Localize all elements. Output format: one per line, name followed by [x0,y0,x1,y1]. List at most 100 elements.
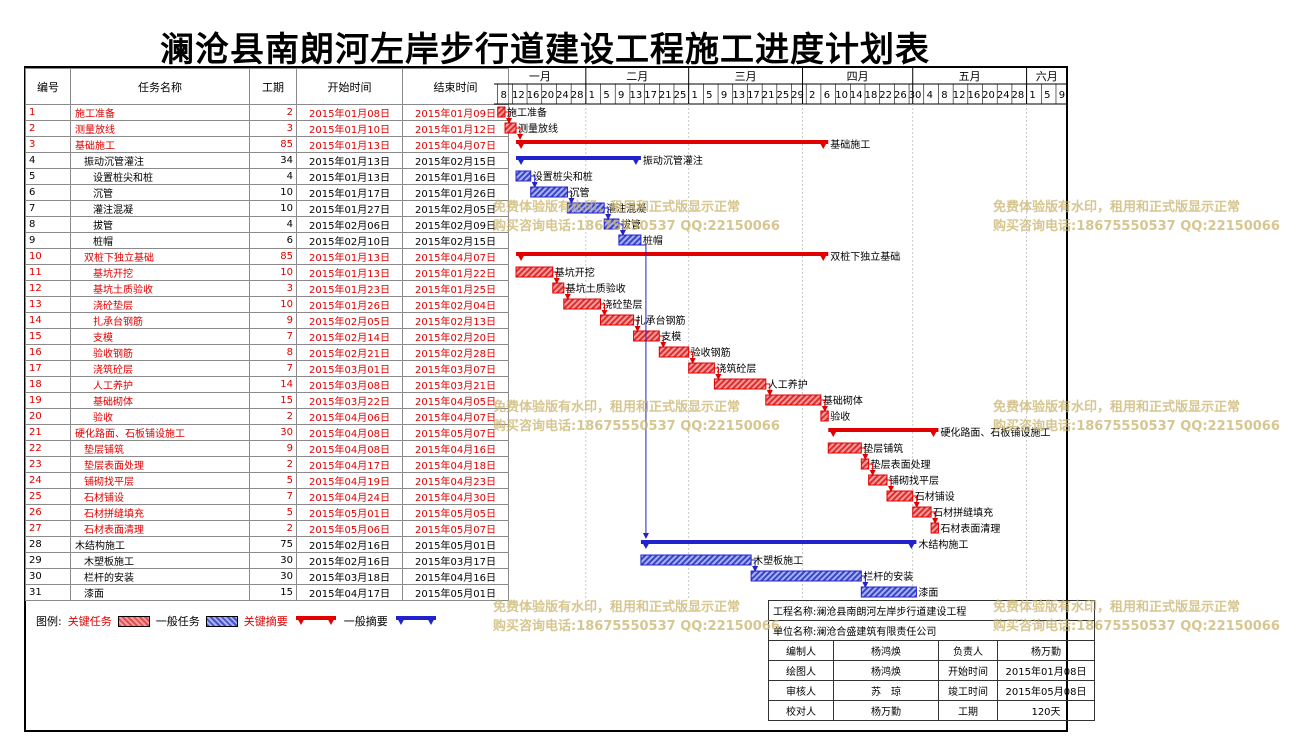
info-cell: 杨万勤 [833,700,939,721]
info-cell: 苏 琼 [833,680,939,701]
task-bar [552,282,565,294]
info-unit-row: 单位名称:澜沧合盛建筑有限责任公司 [768,620,1095,641]
info-cell: 杨鸿焕 [833,660,939,681]
task-bar-label: 基础砌体 [823,394,863,407]
day-tick-label: 21 [762,90,775,101]
summary-bar [516,156,641,160]
task-bar-label: 漆面 [918,586,938,599]
summary-start-cap [516,156,527,165]
task-bar [515,266,554,278]
summary-end-cap [818,140,829,149]
month-label: 二月 [626,70,648,83]
task-bar-label: 浇砼垫层 [603,298,643,311]
day-tick-label: 10 [835,90,848,101]
day-tick-label: 29 [791,90,804,101]
task-bar [765,394,822,406]
task-bar-label: 设置桩尖和桩 [533,170,593,183]
day-tick-label: 6 [824,90,830,101]
day-tick-label: 24 [997,90,1010,101]
dependency-arrow [505,111,513,124]
day-tick-label: 28 [571,90,584,101]
info-cell: 杨万勤 [997,640,1095,661]
task-bar [886,490,914,502]
day-tick-label: 1 [1029,90,1035,101]
day-tick-label: 21 [659,90,672,101]
task-bar [566,202,605,214]
day-tick-label: 13 [732,90,745,101]
header-duration: 工期 [249,68,297,105]
task-bar-label: 测量放线 [518,122,558,135]
info-project-value: 澜沧县南朗河左岸步行道建设工程 [816,607,967,618]
dependency-arrow [861,575,869,588]
dependency-arrow [868,463,876,476]
day-tick-label: 17 [747,90,760,101]
task-bar-label: 基坑开挖 [555,266,595,279]
day-tick-label: 9 [721,90,727,101]
legend-critical-task-swatch [117,615,150,627]
task-bar-label: 扎承台钢筋 [636,314,686,327]
info-project-label: 工程名称: [773,607,817,618]
summary-end-cap [906,540,917,549]
day-tick-label: 25 [674,90,687,101]
dependency-arrow [633,319,641,332]
info-project-row: 工程名称:澜沧县南朗河左岸步行道建设工程 [768,600,1095,621]
summary-end-cap [818,252,829,261]
task-bar [633,330,660,342]
day-tick-label: 25 [776,90,789,101]
summary-end-cap [928,428,939,437]
task-bar-label: 基础施工 [830,138,870,151]
info-cell: 杨鸿焕 [833,640,939,661]
info-row: 编制人杨鸿焕负责人杨万勤 [768,640,1095,661]
task-bar-label: 施工准备 [507,106,547,119]
dependency-arrow [563,287,571,300]
day-tick-label: 20 [982,90,995,101]
task-bar [618,234,642,246]
info-cell: 负责人 [938,640,998,661]
task-bar [820,410,829,422]
task-bar-label: 验收 [830,410,850,423]
day-tick-label: 12 [512,90,525,101]
dependency-arrow [688,351,696,364]
task-bar-label: 基坑土质验收 [566,282,626,295]
task-bar [563,298,602,310]
info-cell: 校对人 [768,700,834,721]
day-tick-label: 8 [500,90,506,101]
task-bar-label: 支模 [661,331,681,343]
day-tick-label: 18 [865,90,878,101]
task-bar [640,554,752,566]
task-bar [688,362,715,374]
summary-end-cap [630,156,641,165]
info-cell: 开始时间 [938,660,998,681]
task-bar-label: 振动沉管灌注 [643,154,703,167]
task-bar-label: 石材铺设 [915,490,955,503]
task-bar [860,458,870,470]
task-bar [603,218,620,230]
day-tick-label: 5 [706,90,712,101]
dependency-arrow [516,127,524,140]
task-bar [750,570,862,582]
task-bar-label: 灌注混凝 [606,202,646,215]
legend-critical-summary-swatch [295,616,336,625]
legend-normal-summary-swatch [395,616,436,625]
task-bar-label: 拔管 [621,218,641,231]
day-tick-label: 26 [894,90,907,101]
legend-normal-task-label: 一般任务 [155,615,200,628]
day-tick-label: 20 [541,90,554,101]
task-bar [713,378,767,390]
task-bar [504,122,517,134]
